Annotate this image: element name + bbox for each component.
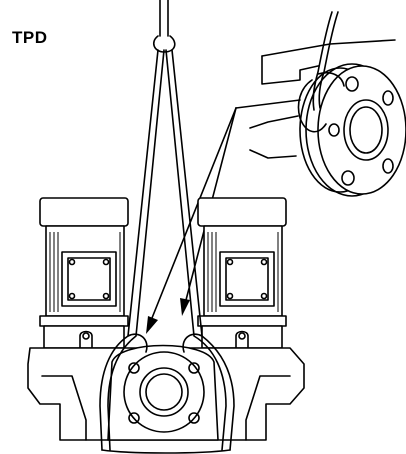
- motor-icon: [39, 197, 129, 349]
- figure-label: TPD: [12, 28, 48, 47]
- lifting-strap-icon: [99, 49, 235, 454]
- pump-housing-icon: [27, 344, 305, 441]
- flange-detail-icon: [249, 11, 406, 197]
- lifting-hook-icon: [152, 0, 176, 53]
- motor-icon: [197, 197, 287, 349]
